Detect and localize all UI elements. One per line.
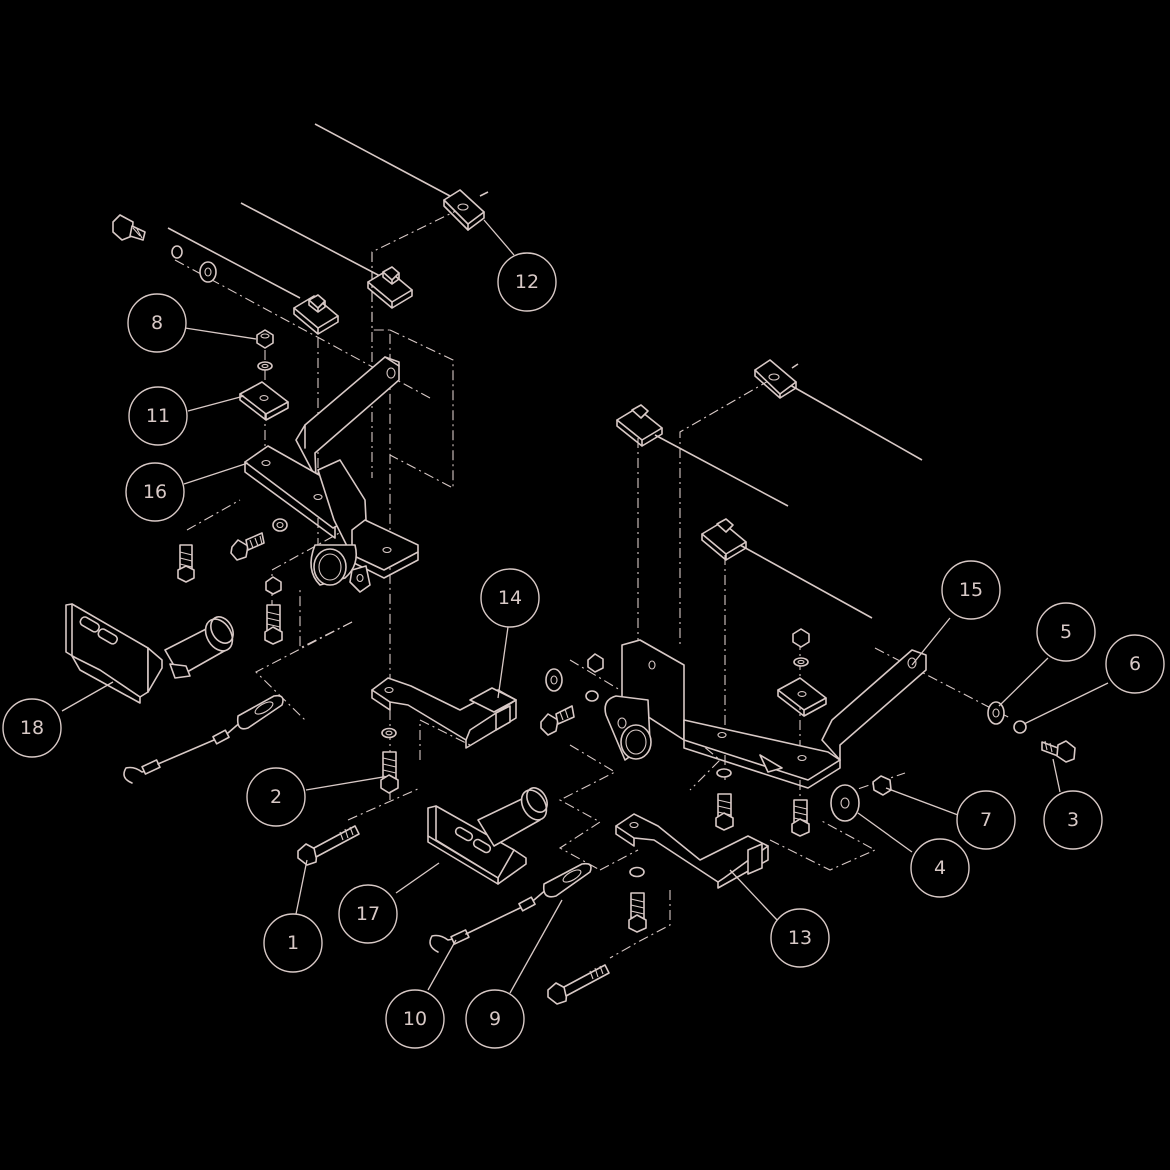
hex-bolt xyxy=(112,214,146,241)
nut-plate xyxy=(616,404,663,447)
receiver-bracket-17 xyxy=(427,787,548,885)
callout-label: 15 xyxy=(959,579,983,601)
lock-washer xyxy=(257,361,273,371)
drawbar-13 xyxy=(615,813,769,889)
lock-washer xyxy=(1013,720,1027,734)
callout-6: 6 xyxy=(1105,634,1165,694)
callout-label: 16 xyxy=(143,481,167,503)
flat-washer xyxy=(830,784,860,822)
callout-label: 17 xyxy=(356,903,380,925)
callout-1: 1 xyxy=(263,913,323,973)
callout-14: 14 xyxy=(480,568,540,628)
hex-bolt xyxy=(628,892,647,933)
left-assembly xyxy=(65,189,592,953)
callout-label: 12 xyxy=(515,271,539,293)
lock-washer xyxy=(381,727,397,739)
callout-label: 7 xyxy=(980,809,992,831)
leader-lines xyxy=(61,219,1109,994)
drawbar-14 xyxy=(371,677,517,749)
nut-plate xyxy=(701,518,747,561)
hex-nut xyxy=(792,628,810,648)
backing-plate xyxy=(777,677,827,717)
long-bolt xyxy=(297,825,360,866)
lock-washer xyxy=(171,245,183,259)
callout-11: 11 xyxy=(128,386,188,446)
callout-8: 8 xyxy=(127,293,187,353)
clamp-plate xyxy=(754,359,797,399)
callout-7: 7 xyxy=(956,790,1016,850)
right-assembly xyxy=(540,359,1076,1005)
nut-plate xyxy=(367,266,413,309)
safety-cable-lower xyxy=(429,862,592,953)
lock-washer xyxy=(629,866,645,878)
safety-cable xyxy=(123,694,284,784)
hex-nut xyxy=(265,576,282,595)
main-bracket-right xyxy=(604,639,927,789)
receiver-bracket-18 xyxy=(65,603,234,704)
callout-10: 10 xyxy=(385,989,445,1049)
callout-16: 16 xyxy=(125,462,185,522)
flat-washer xyxy=(545,668,563,692)
callout-label: 11 xyxy=(146,405,170,427)
callout-label: 8 xyxy=(151,312,163,334)
callout-label: 1 xyxy=(287,932,299,954)
callout-15: 15 xyxy=(941,560,1001,620)
nut-plate xyxy=(293,294,339,335)
flat-washer xyxy=(987,701,1005,725)
callout-13: 13 xyxy=(770,908,830,968)
hex-bolt xyxy=(791,799,810,837)
main-bracket-left xyxy=(244,356,419,593)
flat-washer xyxy=(199,261,217,283)
callout-label: 2 xyxy=(270,786,282,808)
clamp-plate xyxy=(443,189,485,231)
callout-9: 9 xyxy=(465,989,525,1049)
callout-label: 9 xyxy=(489,1008,501,1030)
hex-bolt xyxy=(1041,740,1076,763)
hex-bolt xyxy=(230,532,265,561)
callout-2: 2 xyxy=(246,767,306,827)
long-bolt xyxy=(547,964,610,1005)
callout-label: 10 xyxy=(403,1008,427,1030)
backing-plate xyxy=(239,381,289,421)
lock-washer xyxy=(272,518,288,532)
hex-bolt xyxy=(715,793,734,831)
assembly-centerlines xyxy=(174,207,1011,959)
hex-bolt xyxy=(177,544,195,583)
callout-12: 12 xyxy=(497,252,557,312)
hex-bolt xyxy=(540,705,575,736)
callout-label: 13 xyxy=(788,927,812,949)
hex-nut xyxy=(872,775,892,796)
lock-washer xyxy=(585,690,599,702)
callout-label: 14 xyxy=(498,587,522,609)
callout-3: 3 xyxy=(1043,790,1103,850)
callout-label: 18 xyxy=(20,717,44,739)
lock-washer xyxy=(793,657,809,667)
callout-4: 4 xyxy=(910,838,970,898)
callout-18: 18 xyxy=(2,698,62,758)
hex-bolt xyxy=(264,604,283,645)
callout-label: 5 xyxy=(1060,621,1072,643)
callout-label: 3 xyxy=(1067,809,1079,831)
lock-washer xyxy=(716,768,732,778)
callout-5: 5 xyxy=(1036,602,1096,662)
hex-nut xyxy=(587,653,604,673)
callout-label: 4 xyxy=(934,857,946,879)
callout-label: 6 xyxy=(1129,653,1141,675)
cable-rods xyxy=(167,123,923,619)
hex-bolt xyxy=(380,751,399,794)
callout-17: 17 xyxy=(338,884,398,944)
hex-nut xyxy=(256,329,274,349)
